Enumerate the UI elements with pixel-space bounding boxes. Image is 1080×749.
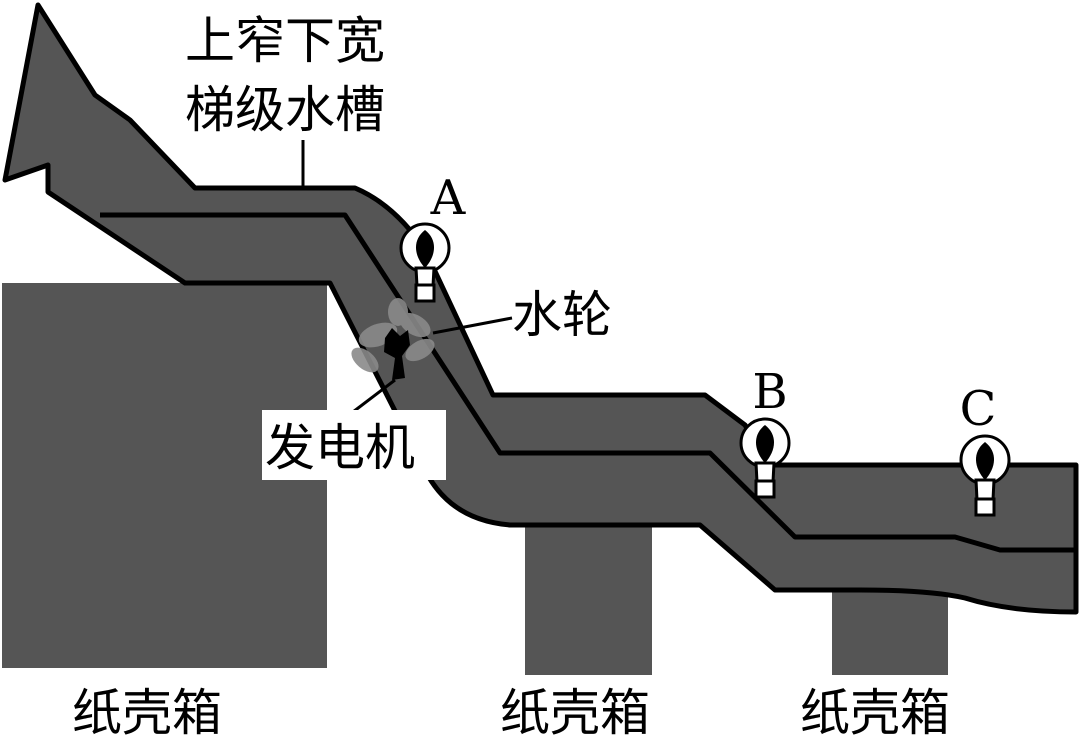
box-left-label: 纸壳箱 — [72, 684, 222, 742]
cardboard-box-right — [832, 585, 948, 675]
bulb-c-label: C — [960, 381, 997, 437]
leader-line-water-wheel — [432, 316, 513, 335]
bulb-a-label: A — [430, 170, 467, 226]
generator-label-bg — [262, 410, 446, 480]
generator-icon — [384, 328, 410, 380]
light-bulb-icon — [739, 417, 791, 499]
box-middle-label: 纸壳箱 — [500, 684, 650, 742]
water-wheel-label: 水轮 — [512, 286, 612, 344]
light-bulb-icon — [959, 434, 1011, 517]
cardboard-box-middle — [525, 520, 652, 675]
stepped-water-trough — [2, 2, 1079, 615]
box-right-label: 纸壳箱 — [800, 684, 950, 742]
generator-label: 发电机 — [265, 419, 415, 477]
bulb-b-label: B — [752, 364, 787, 420]
trough-step-divider — [100, 212, 1076, 553]
trough-label-line2: 梯级水槽 — [185, 81, 385, 139]
light-bulb-c: C — [959, 381, 1011, 517]
light-bulb-icon — [399, 222, 451, 303]
light-bulb-a: A — [399, 170, 467, 303]
trough-label-line1: 上窄下宽 — [185, 12, 385, 70]
light-bulb-b: B — [739, 364, 791, 499]
